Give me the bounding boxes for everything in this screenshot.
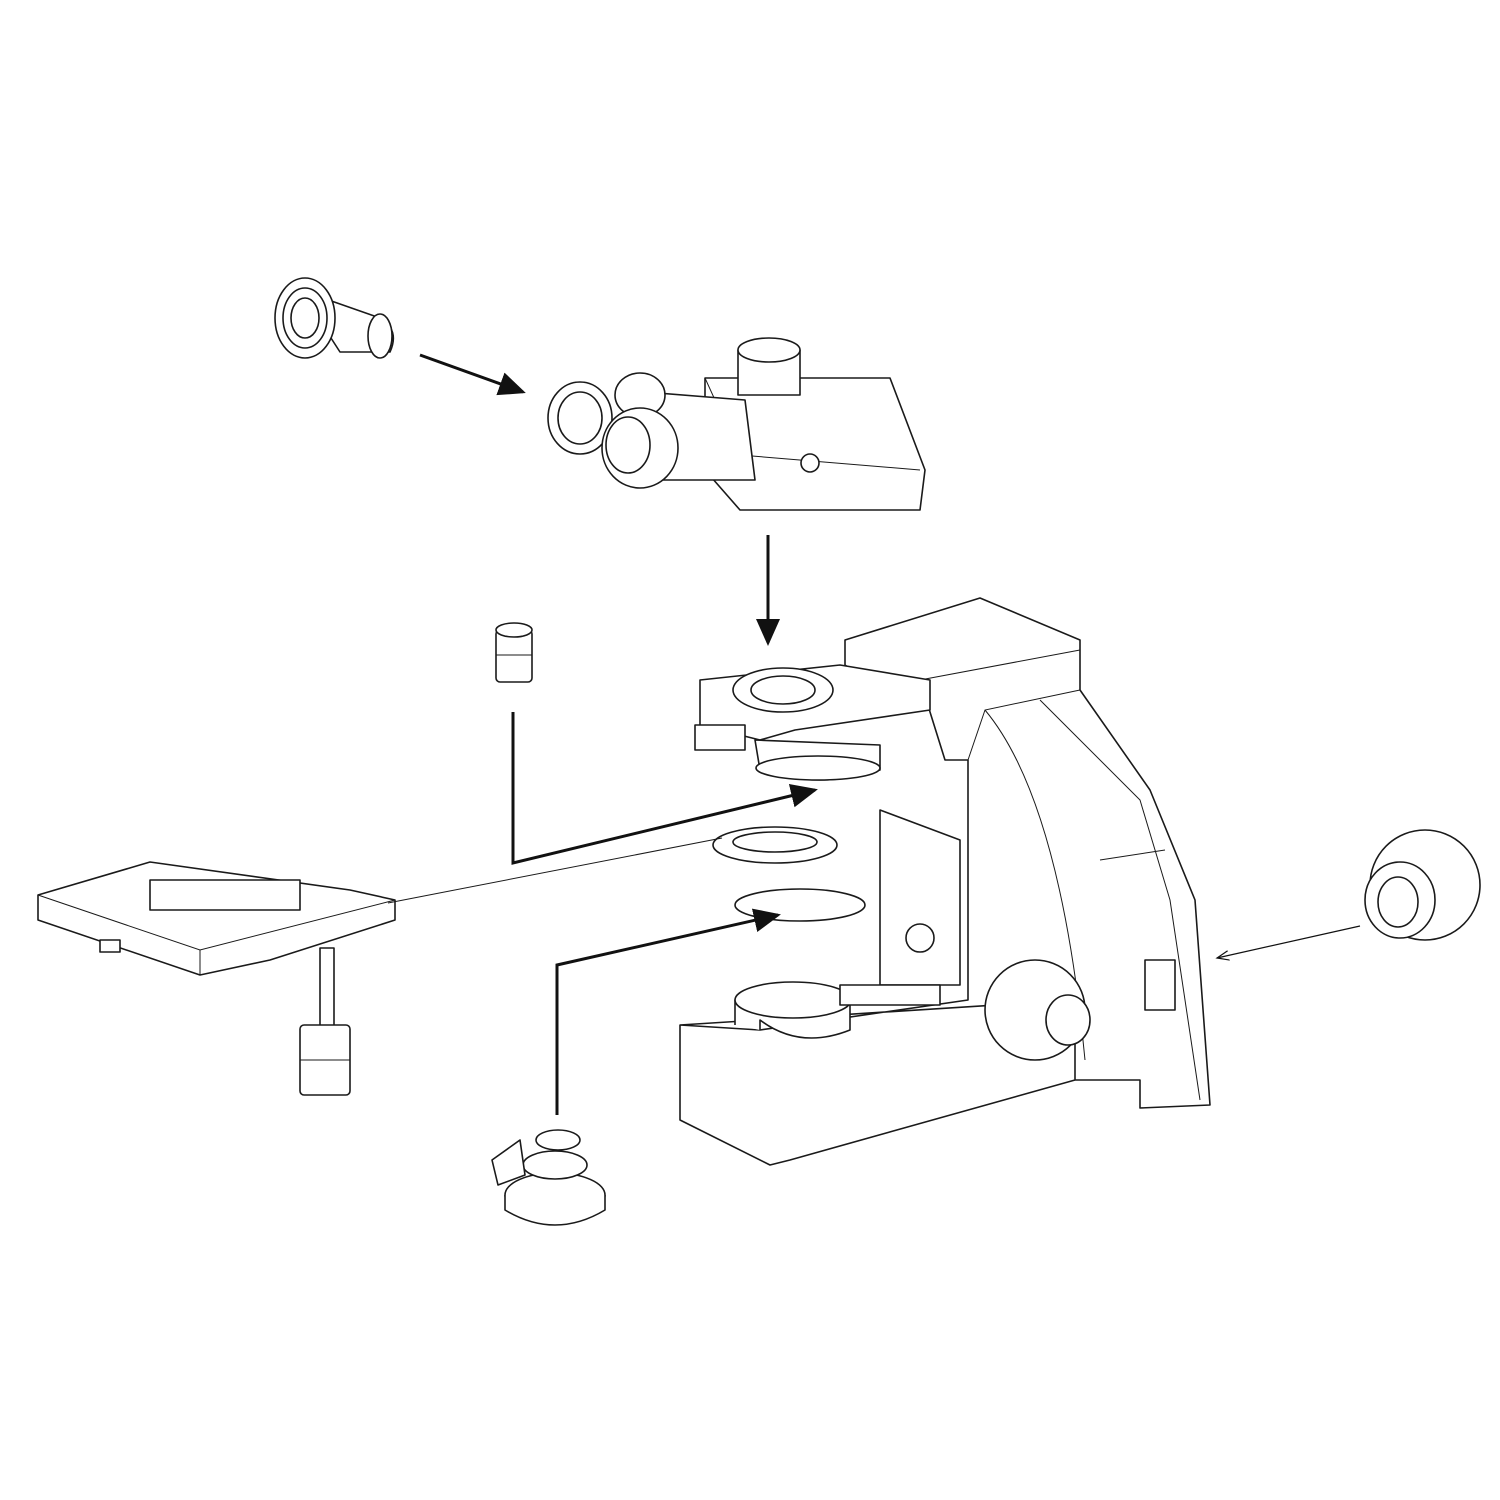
condenser (491, 1129, 606, 1226)
eyepiece (274, 277, 395, 359)
trinocular-head (547, 337, 926, 511)
camera-adapter (1364, 829, 1481, 941)
camera-adapter-arrow (1217, 925, 1361, 958)
objective-guide-line (511, 712, 818, 865)
condenser-guide-line (555, 908, 781, 1115)
microscope-stand (679, 597, 1211, 1166)
objective (495, 622, 533, 683)
light-control-buttons (839, 984, 941, 1006)
stage-guide-line (387, 837, 723, 904)
eyepiece-arrow (419, 353, 526, 396)
mechanical-stage (37, 861, 396, 1096)
